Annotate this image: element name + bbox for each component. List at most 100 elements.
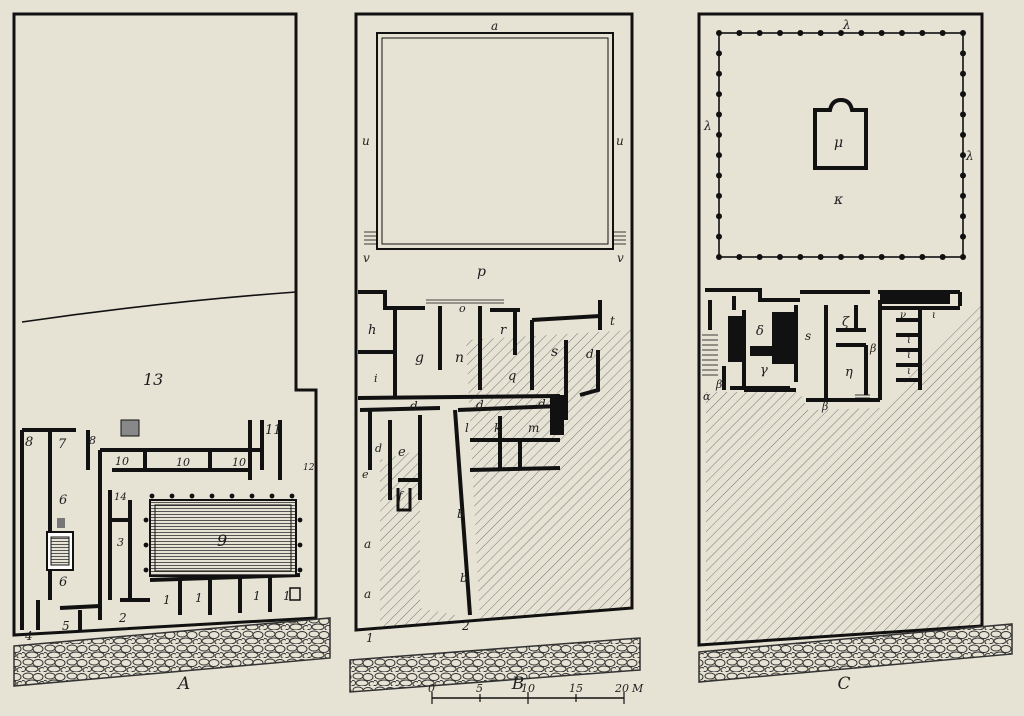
column-dot bbox=[716, 50, 722, 57]
column-dot bbox=[919, 254, 926, 260]
scale-tick-20: 20 bbox=[615, 682, 629, 695]
column-dot bbox=[858, 254, 865, 260]
room-c-iota2: ι bbox=[907, 335, 911, 346]
room-c-zeta: ζ bbox=[842, 315, 850, 330]
room-9: 9 bbox=[217, 531, 227, 550]
room-b-k: k bbox=[494, 421, 501, 435]
room-1a: 1 bbox=[163, 593, 171, 607]
room-b-l: l bbox=[465, 421, 469, 435]
room-13: 13 bbox=[143, 370, 163, 389]
room-10c: 10 bbox=[232, 456, 246, 469]
room-b-a1: a bbox=[364, 537, 371, 551]
room-c-lambda-top: λ bbox=[842, 18, 851, 32]
room-b-1: 1 bbox=[366, 631, 374, 645]
column-dot bbox=[716, 111, 722, 118]
column-dot bbox=[960, 131, 966, 138]
plan-b: a u u v v p o h g n r s q t d d d d d i … bbox=[349, 12, 641, 693]
room-b-d4: d bbox=[538, 397, 546, 411]
column-dot bbox=[960, 233, 966, 240]
column-dot bbox=[838, 30, 844, 36]
column-dot bbox=[797, 254, 804, 260]
column-dot bbox=[858, 30, 865, 36]
panel-label-b: B bbox=[511, 674, 525, 694]
column-dot bbox=[716, 172, 722, 179]
column-dot bbox=[939, 254, 946, 260]
room-c-iota4: ι bbox=[907, 366, 911, 377]
pool-9 bbox=[149, 499, 297, 577]
room-c-beta3: β bbox=[821, 400, 828, 413]
room-b-h: h bbox=[368, 323, 376, 338]
room-c-lambda-right: λ bbox=[965, 149, 974, 163]
room-8b: 8 bbox=[89, 434, 96, 447]
column-dot bbox=[716, 30, 722, 36]
room-b-t: t bbox=[610, 314, 615, 328]
column-dot bbox=[960, 192, 966, 199]
room-5: 5 bbox=[62, 619, 70, 633]
column-dot bbox=[756, 30, 763, 36]
scale-tick-10: 10 bbox=[521, 682, 535, 695]
column-dot bbox=[716, 70, 722, 77]
colonnade-columns bbox=[716, 30, 966, 260]
column-dot bbox=[939, 30, 946, 36]
panel-label-a: A bbox=[177, 674, 191, 694]
column-dot bbox=[960, 50, 966, 57]
room-1d: 1 bbox=[283, 589, 291, 603]
column-dot bbox=[736, 30, 743, 36]
column-dot bbox=[736, 254, 743, 260]
column-dot bbox=[716, 91, 722, 98]
room-c-kappa: κ bbox=[833, 192, 843, 208]
room-c-delta: δ bbox=[756, 324, 764, 339]
room-c-iota3: ι bbox=[907, 350, 911, 361]
room-c-iota1: ι bbox=[932, 310, 936, 321]
column-dot bbox=[878, 254, 885, 260]
room-c-eta: η bbox=[845, 365, 853, 380]
column-dot bbox=[919, 30, 926, 36]
column-dot bbox=[797, 30, 804, 36]
room-b-u-left: u bbox=[362, 134, 370, 148]
room-b-b1: b bbox=[457, 507, 465, 521]
room-10a: 10 bbox=[115, 455, 129, 468]
room-c-gamma: γ bbox=[760, 363, 768, 378]
column-dot bbox=[899, 30, 905, 36]
room-12: 12 bbox=[303, 463, 315, 473]
room-b-o: o bbox=[459, 302, 466, 315]
plan-a: 13 7 8 8 10 10 10 11 12 6 6 14 3 9 1 1 1… bbox=[12, 12, 331, 687]
plan-b-outline bbox=[354, 12, 634, 632]
column-dot bbox=[960, 70, 966, 77]
column-dot bbox=[716, 213, 722, 220]
room-c-beta2: β bbox=[715, 378, 722, 391]
room-14: 14 bbox=[114, 492, 127, 503]
room-b-d2: d bbox=[410, 399, 418, 413]
column-dot bbox=[878, 30, 885, 36]
room-11: 11 bbox=[265, 423, 282, 438]
room-b-g: g bbox=[415, 350, 424, 366]
column-dot bbox=[960, 172, 966, 179]
scale-tick-0: 0 bbox=[428, 682, 435, 695]
room-c-beta1: β bbox=[869, 342, 876, 355]
column-dot bbox=[716, 152, 722, 159]
column-dot bbox=[838, 254, 844, 260]
column-dot bbox=[960, 91, 966, 98]
column-dot bbox=[899, 254, 905, 260]
column-dot bbox=[960, 254, 966, 260]
column-dot bbox=[817, 254, 824, 260]
plan-a-outline bbox=[12, 12, 318, 637]
room-c-alpha: α bbox=[703, 390, 711, 403]
scale-bar bbox=[431, 692, 625, 704]
column-dot bbox=[960, 111, 966, 118]
room-b-q: q bbox=[508, 369, 516, 384]
column-dot bbox=[777, 254, 783, 260]
room-b-u-right: u bbox=[616, 134, 624, 148]
column-dot bbox=[716, 131, 722, 138]
room-b-e2: e bbox=[362, 468, 369, 481]
room-b-d3: d bbox=[476, 398, 484, 412]
room-c-nu: ν bbox=[900, 310, 906, 321]
room-8: 8 bbox=[25, 435, 33, 450]
room-c-lambda-left: λ bbox=[703, 119, 712, 133]
room-b-f: f bbox=[397, 489, 405, 503]
room-c-sigma: s bbox=[805, 329, 811, 343]
room-10b: 10 bbox=[176, 456, 190, 469]
column-dot bbox=[960, 30, 966, 36]
room-b-s: s bbox=[551, 344, 558, 360]
